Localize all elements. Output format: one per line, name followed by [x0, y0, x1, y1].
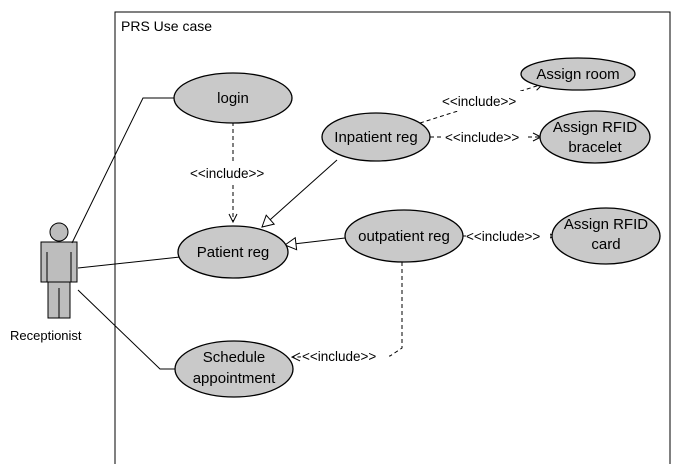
usecase-assign-room[interactable]: Assign room — [520, 57, 636, 91]
usecase-schedule-appointment[interactable]: Schedule appointment — [174, 340, 294, 398]
association-login — [71, 97, 176, 244]
actor-head — [49, 222, 69, 242]
usecase-bracelet-line2: bracelet — [568, 139, 622, 156]
association-patient-reg — [77, 256, 181, 269]
usecase-card-line1: Assign RFID — [564, 216, 648, 233]
include-label-room: <<include>> — [442, 94, 516, 109]
include-label-login: <<include>> — [190, 166, 264, 181]
system-boundary — [114, 11, 671, 464]
usecase-assign-rfid-bracelet[interactable]: Assign RFID bracelet — [539, 110, 651, 164]
usecase-inpatient-reg-label: Inpatient reg — [334, 129, 417, 146]
include-outpatient-schedule — [292, 262, 403, 357]
usecase-patient-reg-label: Patient reg — [197, 244, 270, 261]
include-label-card: <<include>> — [466, 229, 540, 244]
actor-label: Receptionist — [10, 328, 82, 343]
usecase-assign-room-label: Assign room — [536, 66, 619, 83]
include-label-schedule: <<include>> — [302, 349, 376, 364]
system-title: PRS Use case — [121, 18, 212, 34]
usecase-outpatient-reg[interactable]: outpatient reg — [344, 209, 464, 263]
usecase-inpatient-reg[interactable]: Inpatient reg — [321, 112, 431, 162]
association-schedule — [77, 289, 175, 370]
actor-body — [40, 241, 78, 283]
usecase-patient-reg[interactable]: Patient reg — [177, 225, 289, 279]
usecase-bracelet-line1: Assign RFID — [553, 119, 637, 136]
usecase-assign-rfid-card[interactable]: Assign RFID card — [551, 207, 661, 265]
usecase-schedule-line2: appointment — [193, 370, 276, 387]
usecase-outpatient-reg-label: outpatient reg — [358, 228, 450, 245]
usecase-login[interactable]: login — [173, 72, 293, 124]
usecase-card-line2: card — [591, 236, 620, 253]
generalization-inpatient — [261, 159, 338, 228]
usecase-login-label: login — [217, 90, 249, 107]
include-label-bracelet: <<include>> — [445, 130, 519, 145]
generalization-outpatient — [283, 236, 346, 251]
actor-receptionist — [40, 222, 78, 319]
usecase-schedule-line1: Schedule — [203, 349, 266, 366]
